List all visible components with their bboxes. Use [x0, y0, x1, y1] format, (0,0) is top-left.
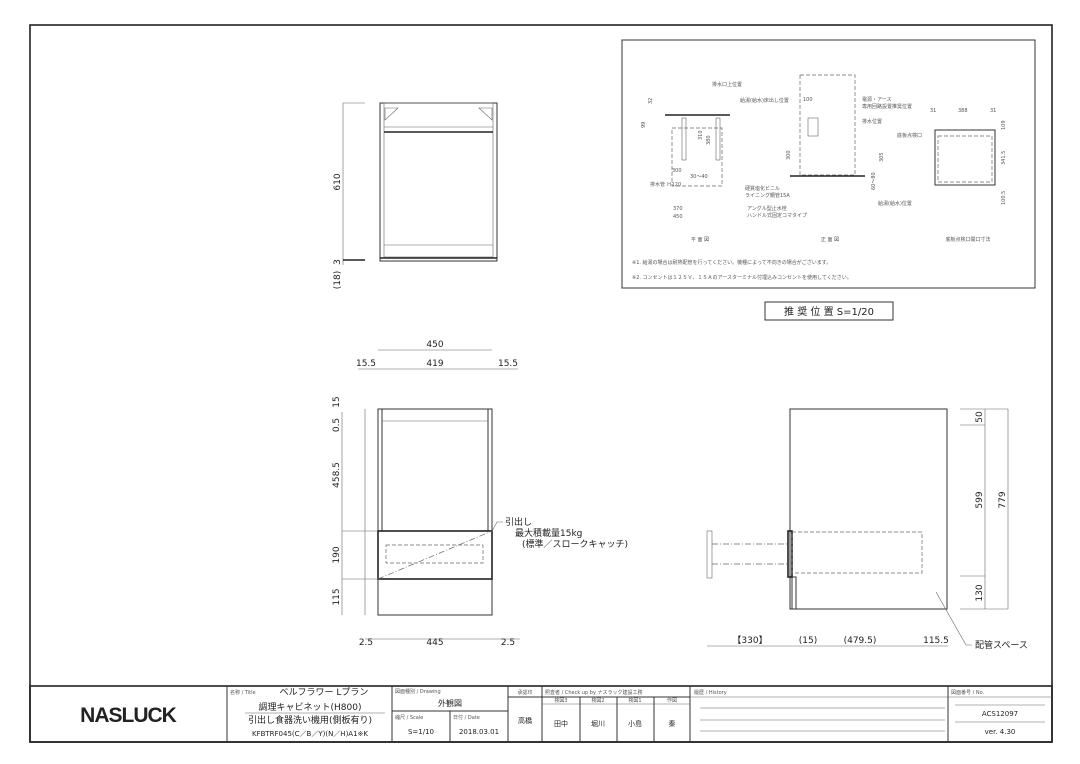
approval-label: 承認印 — [517, 689, 532, 696]
dim-419: 419 — [426, 359, 443, 369]
front-view: 450 15.5 419 15.5 15 0.5 458.5 190 115 2… — [332, 340, 628, 648]
label-drain-pos: 排水位置 — [862, 118, 882, 125]
elevation-view-title: 正 面 図 — [821, 237, 839, 243]
drawer-note: 引出し — [505, 516, 532, 528]
title-block — [29, 685, 1053, 743]
checker-name: 堀川 — [591, 719, 605, 728]
dim-330: 【330】 — [732, 635, 767, 646]
history-label: 履歴 / History — [694, 690, 727, 696]
inset-dim: 60～80 — [871, 172, 877, 190]
version: ver. 4.30 — [985, 728, 1016, 736]
label-inspect: 底板点検口 — [897, 132, 922, 139]
dim-450: 450 — [426, 340, 443, 350]
dim-115-5: 115.5 — [923, 636, 949, 646]
dim-0-5: 0.5 — [332, 418, 342, 432]
label-supply-pos: 給湯(給水)位置 — [878, 200, 912, 207]
dim-15-5-right: 15.5 — [498, 359, 518, 369]
drawing-number: ACS12097 — [982, 710, 1018, 718]
date-label: 日付 / Date — [453, 714, 480, 721]
dim-15-side: (15) — [799, 636, 817, 646]
label-drain-pipe: 排水管 Ｈ120 — [650, 181, 681, 188]
inset-dim: 380 — [706, 135, 712, 145]
label-lining: ライニング鋼管15A — [745, 192, 790, 199]
checker-role: 作図 — [667, 697, 677, 704]
inset-dim: 310 — [698, 130, 704, 140]
dim-610: 610 — [333, 173, 343, 190]
dim-2-5-left: 2.5 — [359, 638, 373, 648]
dim-15-5-left: 15.5 — [356, 359, 376, 369]
note-1: ※1. 給湯の場合は耐熱配管を行ってください。機種によって不向きの場合がございま… — [632, 259, 831, 266]
dim-3: 3 — [333, 259, 343, 265]
dim-18: (18) — [333, 271, 343, 289]
bottom-view-title: 底板点検口開口寸法 — [945, 236, 990, 243]
inset-dim: 341.5 — [1001, 151, 1007, 165]
checker-name: 田中 — [554, 719, 568, 728]
title-line3: 引出し食器洗い機用(側板有り) — [248, 714, 372, 726]
title-line2: 調理キャビネット(H800) — [259, 701, 362, 713]
label-handle: ハンドル式固定コマタイプ — [747, 212, 807, 219]
dim-479-5: (479.5) — [844, 636, 877, 646]
check-label: 照査者 / Check up by ナスラック建設工務 — [545, 689, 643, 696]
checker-name: 小島 — [628, 719, 642, 728]
inset-dim: 32 — [648, 98, 654, 104]
top-view: 610 3 (18) — [333, 102, 498, 289]
inset-dim: 388 — [958, 108, 968, 114]
drawer-catch-note: (標準／スロークキャッチ) — [522, 538, 628, 550]
inset-dim: 100 — [803, 97, 813, 103]
dim-190: 190 — [332, 546, 342, 563]
date-value: 2018.03.01 — [459, 728, 499, 736]
inset-dim: 30～40 — [690, 174, 708, 180]
note-2: ※2. コンセントは１２５Ｖ、１５Ａのアースターミナル付埋込みコンセントを使用し… — [632, 274, 852, 281]
title-line1: ベルフラワー Lプラン — [280, 687, 369, 698]
inset-caption-box — [764, 301, 894, 321]
label-vinyl: 硬質塩化ビニル — [745, 185, 780, 192]
nasluck-logo: NASLUCK — [80, 704, 176, 727]
number-label: 図面番号 / No. — [951, 689, 985, 696]
label-power: 電源・アース — [862, 96, 891, 103]
inset-dim: 109 — [1001, 120, 1007, 130]
inset-dim: 300 — [786, 150, 792, 160]
dim-2-5-right: 2.5 — [501, 638, 515, 648]
checker-role: 検図3 — [554, 697, 567, 704]
inset-dim: 300 — [672, 168, 682, 174]
checker-role: 検図2 — [591, 697, 604, 704]
inset-caption: 推 奨 位 置 S=1/20 — [784, 305, 874, 318]
dim-130: 130 — [975, 584, 985, 601]
inset-dim: 31 — [930, 108, 936, 114]
title-label: 名称 / Title — [230, 689, 256, 696]
inset-dim: 99 — [641, 122, 647, 128]
drawing-type: 外観図 — [438, 698, 462, 708]
dim-599: 599 — [975, 491, 985, 508]
scale-label: 縮尺 / Scale — [395, 714, 423, 721]
dim-779: 779 — [998, 491, 1008, 508]
inset-dim: 100.5 — [1001, 191, 1007, 205]
checker-role: 検図1 — [628, 697, 641, 704]
drawer-load-note: 最大積載量15kg — [515, 527, 582, 539]
inset-dim: 450 — [673, 214, 683, 220]
drawing-label: 図面種別 / Drawing — [395, 688, 441, 695]
label-angle-valve: アングル型止水栓 — [747, 205, 787, 212]
inset-dim: 370 — [673, 206, 683, 212]
checker-name: 秦 — [669, 719, 676, 728]
pipe-space-label: 配管スペース — [975, 639, 1028, 651]
dim-458-5: 458.5 — [332, 462, 342, 488]
label-supply-floor: 給湯(給水)床出し位置 — [740, 97, 789, 104]
dim-15: 15 — [332, 396, 342, 407]
inset-dim: 305 — [879, 152, 885, 162]
plan-view-title: 平 面 図 — [691, 237, 709, 243]
label-drain-top: 排水口上位置 — [712, 81, 742, 88]
inset-dim: 31 — [990, 108, 996, 114]
label-power2: 専用回路設置推奨位置 — [862, 103, 912, 110]
approver: 高橋 — [518, 716, 532, 725]
dim-445: 445 — [426, 638, 443, 648]
scale-value: S=1/10 — [408, 728, 434, 736]
side-view: 50 599 779 130 【330】 (15) (479.5) 115.5 … — [706, 408, 1028, 651]
recommended-position-inset: 排水口上位置 給湯(給水)床出し位置 排水管 Ｈ120 硬質塩化ビニル ライニン… — [621, 39, 1036, 289]
dim-50: 50 — [975, 411, 985, 423]
model-code: KFBTRF045(C／B／Y)(N／H)A1※K — [252, 730, 368, 738]
dim-115: 115 — [332, 588, 342, 605]
